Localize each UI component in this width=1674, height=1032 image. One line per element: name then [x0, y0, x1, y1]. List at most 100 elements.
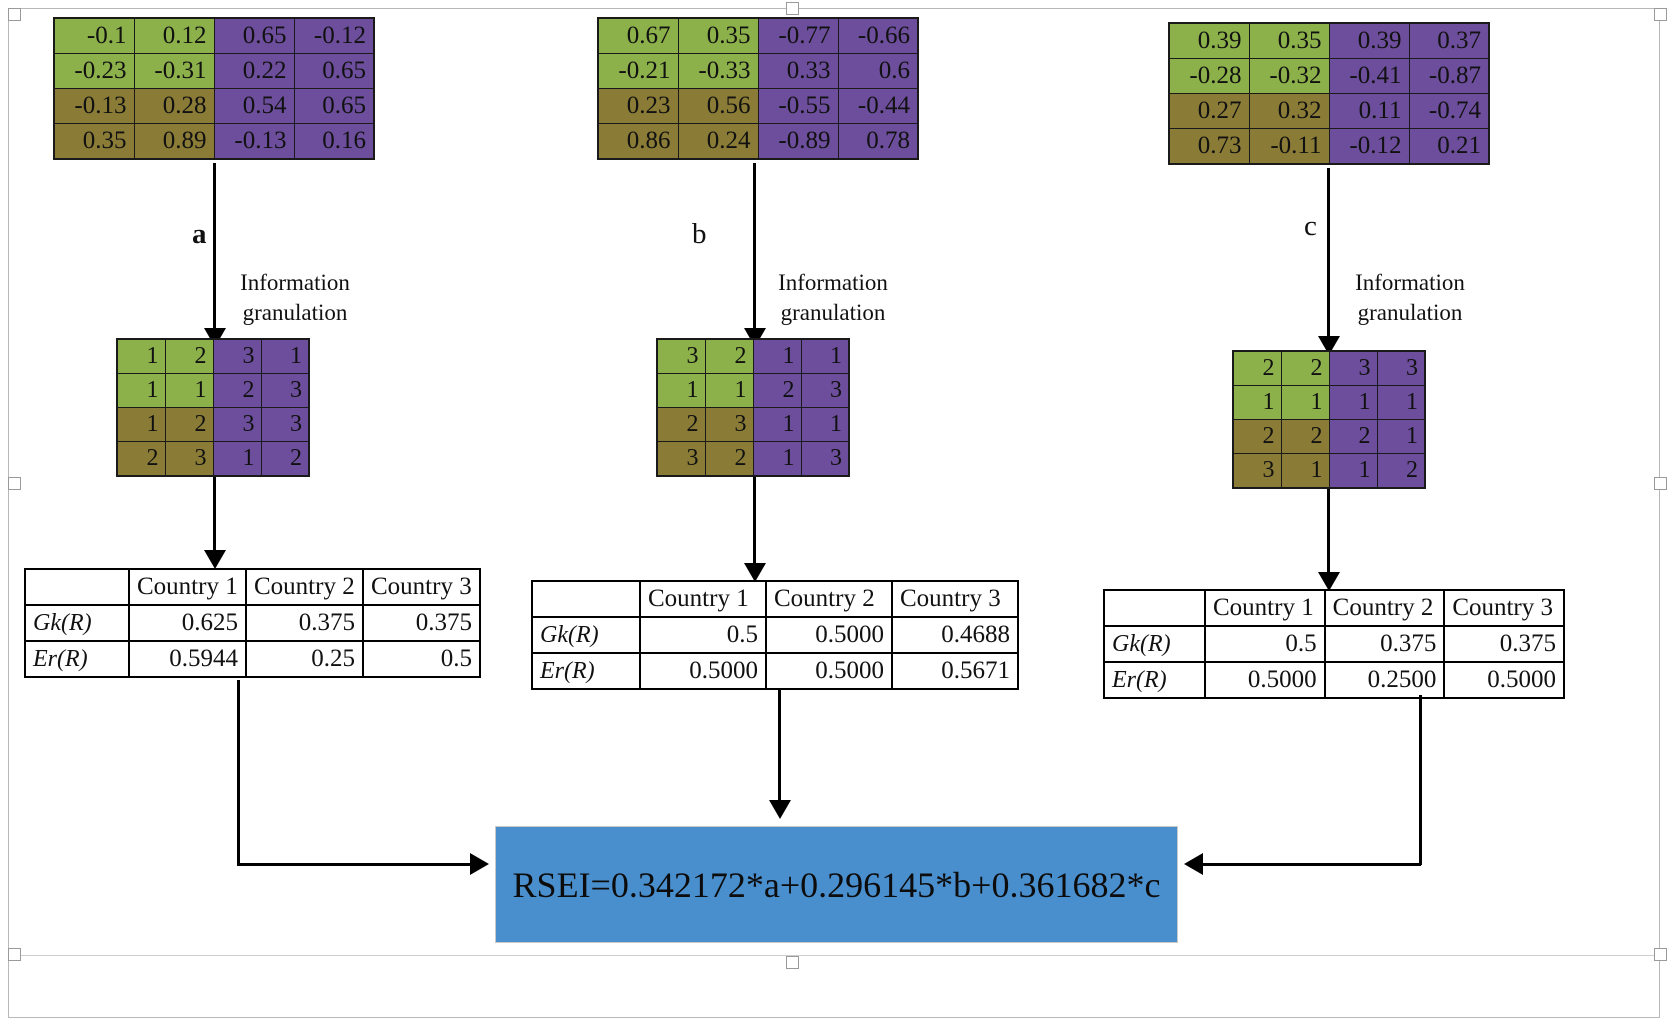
- row-header-er: Er(R): [531, 652, 641, 690]
- matrix-row: 2 3 1 1: [656, 407, 850, 442]
- matrix-row: 1 2 3 1: [116, 338, 310, 374]
- table-row: Er(R) 0.5944 0.25 0.5: [24, 640, 481, 678]
- matrix-cell: 3: [1232, 453, 1282, 489]
- matrix-cell: -0.12: [293, 17, 375, 54]
- table-cell: 0.375: [245, 604, 364, 642]
- matrix-row: 0.35 0.89 -0.13 0.16: [53, 123, 375, 160]
- matrix-cell: 1: [1328, 453, 1378, 489]
- table-cell: 0.5: [639, 616, 767, 654]
- table-cell: 0.375: [1323, 625, 1446, 663]
- column-header: Country 2: [1323, 589, 1446, 627]
- matrix-cell: -0.11: [1248, 128, 1330, 165]
- matrix-cell: 3: [212, 407, 262, 442]
- matrix-cell: 1: [752, 338, 802, 374]
- column-header: Country 3: [891, 580, 1019, 618]
- result-table-b-body: Country 1 Country 2 Country 3 Gk(R) 0.5 …: [531, 580, 1019, 690]
- matrix-cell: 2: [116, 441, 166, 477]
- matrix-cell: 0.37: [1408, 22, 1490, 59]
- granulation-label-line1: Information: [240, 270, 350, 295]
- result-table-a-body: Country 1 Country 2 Country 3 Gk(R) 0.62…: [24, 568, 481, 678]
- connector-b-arrowhead: [769, 800, 791, 819]
- matrix-cell: 0.35: [1248, 22, 1330, 59]
- matrix-row: 1 1 2 3: [116, 373, 310, 408]
- matrix-cell: 0.6: [837, 53, 919, 89]
- granulation-label-line1: Information: [778, 270, 888, 295]
- result-table-c: Country 1 Country 2 Country 3 Gk(R) 0.5 …: [1103, 589, 1565, 699]
- table-cell: 0.375: [362, 604, 481, 642]
- matrix-cell: 1: [800, 407, 850, 442]
- matrix-cell: 0.23: [597, 88, 679, 124]
- matrix-cell: 2: [164, 338, 214, 374]
- matrix-cell: -0.77: [757, 17, 839, 54]
- matrix-cell: 1: [800, 338, 850, 374]
- matrix-row: 0.27 0.32 0.11 -0.74: [1168, 93, 1490, 129]
- granulated-matrix-a-body: 1 2 3 1 1 1 2 3 1 2 3 3 2 3 1 2: [116, 338, 310, 477]
- matrix-cell: -0.33: [677, 53, 759, 89]
- result-table-a: Country 1 Country 2 Country 3 Gk(R) 0.62…: [24, 568, 481, 678]
- granulation-label-c: Information granulation: [1300, 268, 1520, 329]
- branch-label-b: b: [692, 218, 707, 250]
- matrix-cell: 0.86: [597, 123, 679, 160]
- connector-a-horizontal: [237, 863, 472, 866]
- table-cell: 0.5000: [1204, 661, 1326, 699]
- table-cell: 0.5671: [891, 652, 1019, 690]
- matrix-row: 1 2 3 3: [116, 407, 310, 442]
- matrix-cell: -0.89: [757, 123, 839, 160]
- matrix-cell: 2: [1280, 350, 1330, 386]
- table-cell: 0.25: [245, 640, 364, 678]
- resize-handle-top-left[interactable]: [8, 8, 21, 21]
- granulated-matrix-c: 2 2 3 3 1 1 1 1 2 2 2 1 3 1 1 2: [1232, 350, 1426, 489]
- column-header: Country 2: [765, 580, 893, 618]
- matrix-cell: -0.41: [1328, 58, 1410, 94]
- table-cell: 0.5: [362, 640, 481, 678]
- arrow-a-to-granulated-shaft: [213, 163, 216, 338]
- matrix-cell: 1: [752, 441, 802, 477]
- matrix-cell: -0.31: [133, 53, 215, 89]
- matrix-cell: -0.21: [597, 53, 679, 89]
- matrix-cell: 0.78: [837, 123, 919, 160]
- matrix-cell: 2: [1328, 419, 1378, 454]
- matrix-row: 0.73 -0.11 -0.12 0.21: [1168, 128, 1490, 165]
- matrix-cell: 2: [1280, 419, 1330, 454]
- arrow-b-to-table-head: [744, 563, 766, 582]
- matrix-cell: 0.89: [133, 123, 215, 160]
- branch-label-a: a: [192, 218, 207, 250]
- matrix-cell: 0.39: [1168, 22, 1250, 59]
- matrix-cell: -0.66: [837, 17, 919, 54]
- matrix-cell: 3: [656, 338, 706, 374]
- matrix-cell: 0.28: [133, 88, 215, 124]
- resize-handle-bottom-left[interactable]: [8, 948, 21, 961]
- matrix-cell: 1: [1280, 385, 1330, 420]
- matrix-cell: 0.39: [1328, 22, 1410, 59]
- resize-handle-top-center[interactable]: [786, 2, 799, 15]
- matrix-cell: 2: [656, 407, 706, 442]
- matrix-b-body: 0.67 0.35 -0.77 -0.66 -0.21 -0.33 0.33 0…: [597, 17, 919, 160]
- matrix-cell: 1: [752, 407, 802, 442]
- resize-handle-top-right[interactable]: [1654, 8, 1667, 21]
- matrix-row: 2 2 3 3: [1232, 350, 1426, 386]
- granulation-label-line2: granulation: [780, 300, 886, 326]
- table-row: Er(R) 0.5000 0.2500 0.5000: [1103, 661, 1565, 699]
- matrix-row: -0.1 0.12 0.65 -0.12: [53, 17, 375, 54]
- table-cell: 0.5944: [128, 640, 247, 678]
- table-row: Er(R) 0.5000 0.5000 0.5671: [531, 652, 1019, 690]
- arrow-c-to-granulated-shaft: [1327, 168, 1330, 350]
- matrix-row: 3 2 1 1: [656, 338, 850, 374]
- resize-handle-bottom-center[interactable]: [786, 956, 799, 969]
- matrix-cell: -0.44: [837, 88, 919, 124]
- column-header: Country 1: [1204, 589, 1326, 627]
- granulated-matrix-b: 3 2 1 1 1 1 2 3 2 3 1 1 3 2 1 3: [656, 338, 850, 477]
- matrix-cell: 3: [704, 407, 754, 442]
- resize-handle-middle-right[interactable]: [1654, 477, 1667, 490]
- matrix-cell: 3: [800, 441, 850, 477]
- matrix-cell: -0.74: [1408, 93, 1490, 129]
- matrix-cell: 1: [704, 373, 754, 408]
- granulation-label-line2: granulation: [242, 300, 348, 326]
- matrix-cell: 0.11: [1328, 93, 1410, 129]
- resize-handle-bottom-right[interactable]: [1654, 948, 1667, 961]
- matrix-cell: 1: [260, 338, 310, 374]
- matrix-row: 0.39 0.35 0.39 0.37: [1168, 22, 1490, 59]
- resize-handle-middle-left[interactable]: [8, 477, 21, 490]
- column-header: Country 2: [245, 568, 364, 606]
- table-cell: 0.5000: [1443, 661, 1565, 699]
